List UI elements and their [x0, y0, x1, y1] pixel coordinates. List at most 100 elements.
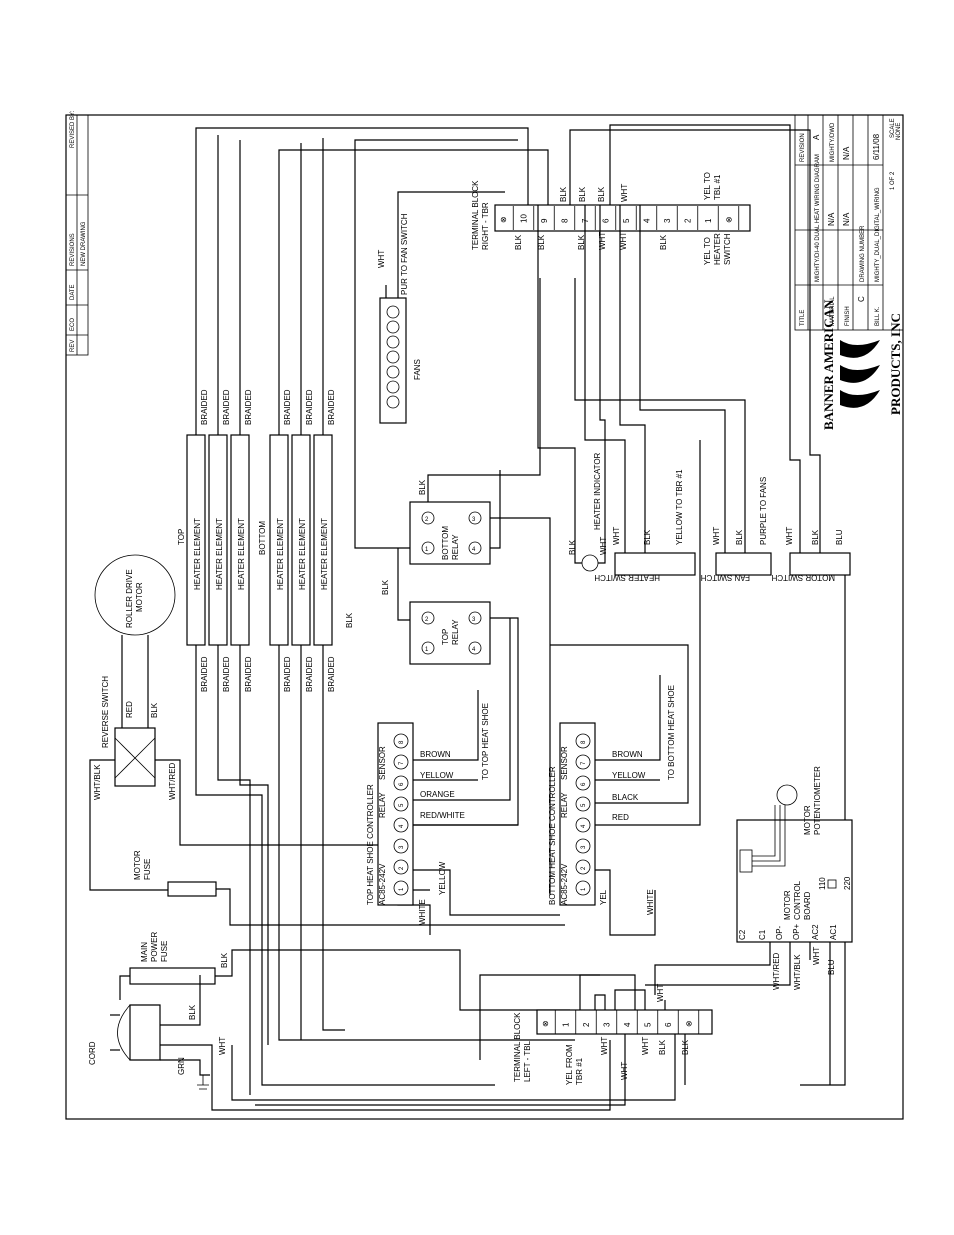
drawing-number-label: DRAWING NUMBER: [860, 225, 866, 282]
heater-element-label-2: HEATER ELEMENT: [215, 518, 224, 590]
yel-to-heater-switch-line3: SWITCH: [723, 233, 732, 265]
tbr-label-line2: RIGHT - TBR: [481, 202, 490, 250]
bottom-controller-terminal-2: 2: [581, 866, 587, 870]
indicator-blk-label: BLK: [568, 539, 577, 555]
tbr-terminal-3: 9: [540, 218, 549, 223]
tbr-wire-blk-4: BLK: [577, 234, 586, 250]
top-relay-label-1: TOP: [441, 629, 450, 645]
tbl-terminal-2: 1: [562, 1022, 571, 1027]
top-controller-terminal-circle-1: [393, 880, 409, 896]
yel-from-tbr1-line2: TBR #1: [575, 1057, 584, 1085]
tbr-wire-blk-1: BLK: [514, 234, 523, 250]
top-relay-terminal-3: 3: [472, 617, 476, 623]
fan-switch[interactable]: FAN SWITCH: [700, 552, 772, 582]
scale-label: SCALE: [890, 118, 896, 138]
top-relay-terminal-1: 1: [425, 647, 429, 653]
top-controller-terminal-4: 4: [399, 824, 405, 828]
tbl-terminal-5: 4: [623, 1022, 632, 1027]
bottom-controller-terminal-circle-4: [575, 817, 591, 833]
top-ctrl-white: WHITE: [418, 899, 427, 925]
tbl-terminal-6: 5: [644, 1022, 653, 1027]
eco-header: ECO: [70, 318, 76, 331]
revision-letter: A: [812, 134, 821, 140]
top-controller-terminal-1: 1: [399, 887, 405, 891]
top-controller-terminal-5: 5: [399, 803, 405, 807]
sheet-value: 1 OF 2: [890, 171, 896, 190]
tbr-terminal-10: 2: [684, 218, 693, 223]
power-cord-plug: CORD: [88, 1004, 161, 1065]
motor-switch[interactable]: MOTOR SWITCH: [771, 552, 851, 582]
tbr-terminal-12: ⊗: [725, 216, 734, 223]
tbr-wire-blk-6: BLK: [597, 186, 606, 202]
top-controller-terminal-3: 3: [399, 845, 405, 849]
bottom-controller-terminal-circle-3: [575, 838, 591, 854]
heater-switch-label: HEATER SWITCH: [594, 573, 660, 582]
bottom-controller-voltage: AC85-242V: [560, 863, 569, 905]
top-controller-terminal-circle-5: [393, 796, 409, 812]
top-ctrl-yellow-lead: YELLOW: [438, 861, 447, 895]
bottom-ctrl-red: RED: [612, 813, 629, 822]
bottom-controller-terminal-5: 5: [581, 803, 587, 807]
heater-element-label-3: HEATER ELEMENT: [237, 518, 246, 590]
scale-value: NONE: [896, 123, 902, 140]
bottom-relay-label-1: BOTTOM: [441, 526, 450, 560]
heater-switch-blk: BLK: [643, 529, 652, 545]
to-bottom-heat-shoe-label: TO BOTTOM HEAT SHOE: [667, 685, 676, 780]
tbl-terminal-8: ⊗: [685, 1020, 694, 1027]
top-controller-terminal-circle-3: [393, 838, 409, 854]
tbl-wht-1: WHT: [600, 1037, 609, 1055]
top-relay-terminal-2: 2: [425, 617, 429, 623]
heater-switch[interactable]: HEATER SWITCH: [594, 552, 696, 582]
board-220: 220: [843, 876, 852, 890]
motor-potentiometer[interactable]: [776, 784, 798, 806]
motor-fuse: MOTOR FUSE: [133, 850, 217, 897]
heater-elements: TOP HEATER ELEMENT HEATER ELEMENT HEATER…: [177, 434, 333, 646]
top-controller-terminal-circle-7: [393, 754, 409, 770]
motor-blk-label: BLK: [150, 702, 159, 718]
heater-element-label-1: HEATER ELEMENT: [193, 518, 202, 590]
board-terminal-ac1: AC1: [829, 924, 838, 940]
yellow-to-tbr1-label: YELLOW TO TBR #1: [675, 469, 684, 545]
to-top-heat-shoe-label: TO TOP HEAT SHOE: [481, 703, 490, 780]
bottom-controller-terminal-4: 4: [581, 824, 587, 828]
tbl-terminal-1: ⊗: [541, 1020, 550, 1027]
fan-switch-label: FAN SWITCH: [700, 573, 750, 582]
tbr-terminal-4: 8: [561, 218, 570, 223]
material-value: N/A: [827, 212, 836, 226]
tbr-label-line1: TERMINAL BLOCK: [471, 180, 480, 250]
motor-potentiometer-label-1: MOTOR: [803, 805, 812, 835]
bottom-relay-terminal-1: 1: [425, 547, 429, 553]
bottom-relay-terminal-2: 2: [425, 517, 429, 523]
tbl-wht-4: WHT: [656, 984, 665, 1002]
top-controller-voltage: AC85-242V: [378, 863, 387, 905]
tbr-terminal-8: 4: [643, 218, 652, 223]
motor-switch-blu: BLU: [835, 529, 844, 545]
bottom-ctrl-yellow: YELLOW: [612, 771, 646, 780]
top-controller-terminal-circle-8: [393, 733, 409, 749]
drawing-border: [65, 114, 904, 1120]
board-wht-red: WHT/RED: [772, 952, 781, 990]
braided-label-bottom-2: BRAIDED: [222, 656, 231, 692]
heater-element-label-5: HEATER ELEMENT: [298, 518, 307, 590]
main-power-fuse: MAIN POWER FUSE: [129, 932, 216, 985]
heater-indicator-label: HEATER INDICATOR: [593, 452, 602, 530]
heater-indicator-lamp: [581, 554, 599, 572]
top-ctrl-yellow: YELLOW: [420, 771, 454, 780]
bottom-controller-terminal-circle-7: [575, 754, 591, 770]
company-name-line2: PRODUCTS, INC: [888, 313, 903, 415]
date-header: DATE: [70, 284, 76, 300]
yel-to-heater-switch-line2: HEATER: [713, 233, 722, 265]
motor-switch-wht: WHT: [785, 527, 794, 545]
board-110: 110: [818, 877, 827, 890]
main-power-fuse-label-1: MAIN: [140, 942, 149, 962]
revision-block: REV ECO DATE REVISIONS REVISED BY: NEW D…: [65, 110, 89, 356]
part-number: MIGHTY/DWD: [830, 122, 836, 162]
bottom-controller-terminal-1: 1: [581, 887, 587, 891]
braided-label-top-4: BRAIDED: [283, 389, 292, 425]
bottom-controller-terminal-circle-2: [575, 859, 591, 875]
reverse-switch[interactable]: REVERSE SWITCH: [101, 676, 156, 787]
relay-wire-blk-3: BLK: [345, 612, 354, 628]
yel-from-tbr1-line1: YEL FROM: [565, 1044, 574, 1085]
size-value: C: [857, 296, 866, 302]
